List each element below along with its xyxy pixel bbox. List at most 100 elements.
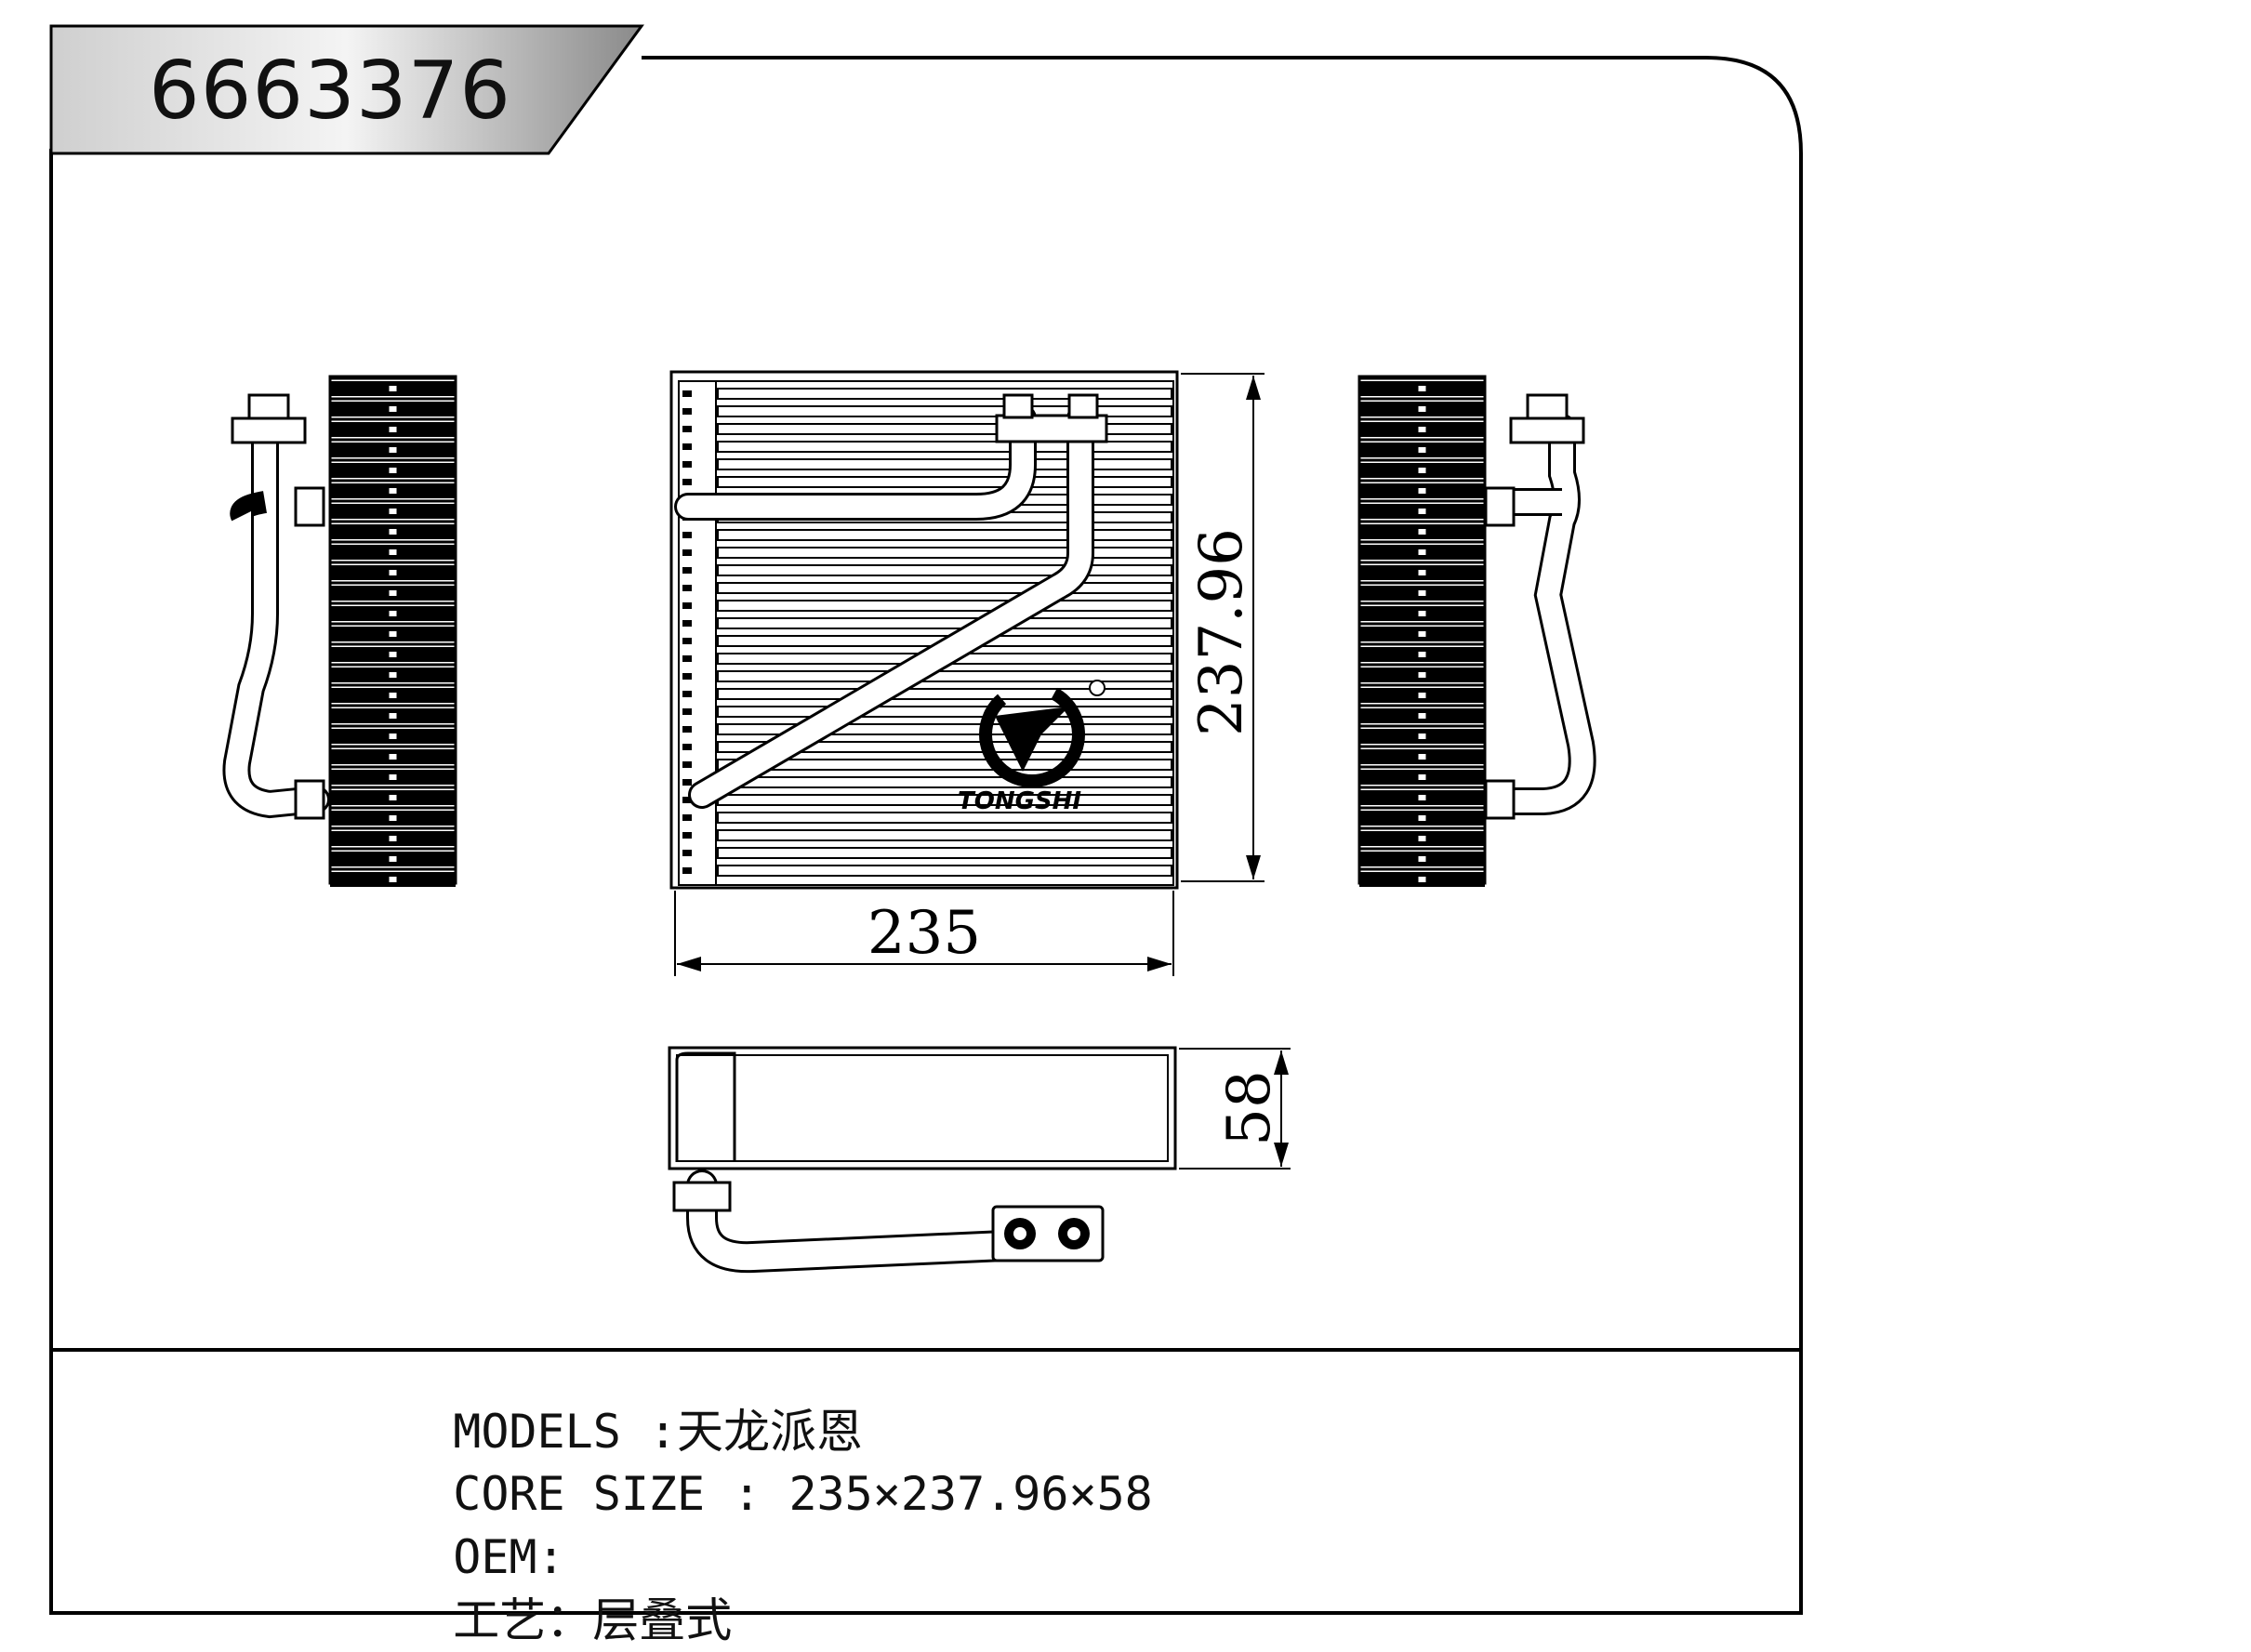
core-tube xyxy=(717,829,1172,841)
tube-end xyxy=(682,443,692,450)
tube-end xyxy=(682,638,692,644)
fin-slot xyxy=(389,631,397,637)
core-tube xyxy=(717,600,1172,612)
spec-oem-label: OEM: xyxy=(453,1530,565,1584)
tube-end xyxy=(682,602,692,609)
spec-models: MODELS :天龙派恩 xyxy=(397,1362,863,1455)
front-fitting-block xyxy=(995,414,1108,443)
part-number: 6663376 xyxy=(149,45,512,138)
fin-slot xyxy=(1418,672,1426,678)
fin-slot xyxy=(389,427,397,432)
fin-slot xyxy=(389,693,397,698)
core-tube xyxy=(717,529,1172,541)
spec-process-label: 工艺： xyxy=(453,1593,593,1647)
height-dimension: 237.96 xyxy=(1181,373,1265,882)
core-tube xyxy=(717,847,1172,859)
tube-end xyxy=(682,867,692,874)
width-dimension: 235 xyxy=(674,891,1174,976)
core-tube xyxy=(717,741,1172,753)
spec-core-size-value: 235×237.96×58 xyxy=(788,1467,1153,1521)
title-tab xyxy=(49,24,644,155)
spec-core-size-label: CORE SIZE : xyxy=(453,1467,789,1521)
core-tube xyxy=(717,441,1172,453)
core-tube xyxy=(717,564,1172,576)
spec-core-size: CORE SIZE : 235×237.96×58 xyxy=(397,1424,1153,1517)
fin-slot xyxy=(389,549,397,555)
core-tube xyxy=(717,794,1172,806)
core-tube xyxy=(717,688,1172,700)
tube-end xyxy=(682,408,692,415)
fin-slot xyxy=(389,877,397,882)
left-side-view xyxy=(222,375,457,887)
tube-end xyxy=(682,850,692,856)
fin-slot xyxy=(1418,774,1426,780)
tube-end xyxy=(682,708,692,715)
fin-slot xyxy=(389,447,397,453)
front-view: TONGSHI xyxy=(669,370,1179,890)
fin-slot xyxy=(1418,406,1426,412)
core-tube xyxy=(717,812,1172,824)
tube-end xyxy=(682,567,692,574)
tube-end xyxy=(682,832,692,839)
spec-process-value: 层叠式 xyxy=(592,1593,733,1647)
spec-oem: OEM: xyxy=(397,1487,564,1580)
fin-slot xyxy=(1418,652,1426,657)
fin-slot xyxy=(1418,815,1426,821)
spec-process: 工艺：层叠式 xyxy=(397,1551,732,1644)
core-tube xyxy=(717,547,1172,559)
fin-slot xyxy=(389,795,397,800)
fin-slot xyxy=(389,815,397,821)
core-tube xyxy=(717,388,1172,400)
tube-end xyxy=(682,691,692,697)
core-tube xyxy=(717,776,1172,788)
sheet-frame xyxy=(49,56,1803,1615)
tube-end xyxy=(682,673,692,680)
right-side-view xyxy=(1357,375,1596,887)
core-tube xyxy=(717,476,1172,488)
height-dimension-label: 237.96 xyxy=(1187,528,1256,736)
spec-models-label: MODELS : xyxy=(453,1405,678,1459)
fin-slot xyxy=(389,713,397,719)
core-tube xyxy=(717,458,1172,470)
fin-slot xyxy=(389,672,397,678)
tube-end xyxy=(682,726,692,733)
fin-slot xyxy=(389,386,397,391)
tube-end xyxy=(682,390,692,397)
fin-slot xyxy=(1418,468,1426,473)
core-tube xyxy=(717,706,1172,718)
fin-slot xyxy=(1418,549,1426,555)
tube-end xyxy=(682,814,692,821)
fin-slot xyxy=(389,529,397,535)
fin-slot xyxy=(1418,590,1426,596)
tube-end xyxy=(682,655,692,662)
fin-slot xyxy=(389,468,397,473)
depth-dimension-label: 58 xyxy=(1215,1070,1284,1145)
fin-slot xyxy=(1418,856,1426,862)
fin-slot xyxy=(389,611,397,616)
fin-slot xyxy=(1418,877,1426,882)
fin-slot xyxy=(1418,611,1426,616)
tube-end xyxy=(682,761,692,768)
spec-models-value: 天龙派恩 xyxy=(677,1405,864,1459)
width-dimension-label: 235 xyxy=(867,899,981,968)
brand-logo-text: TONGSHI xyxy=(958,787,1081,815)
core-tube xyxy=(717,423,1172,435)
core-tube xyxy=(717,723,1172,735)
fin-slot xyxy=(1418,631,1426,637)
tube-end xyxy=(682,426,692,432)
core-tube xyxy=(717,405,1172,417)
fin-slot xyxy=(1418,570,1426,575)
fin-slot xyxy=(1418,529,1426,535)
fin-slot xyxy=(389,406,397,412)
tube-end xyxy=(682,532,692,538)
fin-slot xyxy=(1418,733,1426,739)
brand-logo: TONGSHI xyxy=(958,680,1106,815)
fin-slot xyxy=(389,856,397,862)
fin-slot xyxy=(389,652,397,657)
core-tube xyxy=(717,670,1172,682)
fin-slot xyxy=(389,570,397,575)
core-tube xyxy=(717,865,1172,877)
fin-slot xyxy=(389,754,397,760)
tube-end xyxy=(682,585,692,591)
